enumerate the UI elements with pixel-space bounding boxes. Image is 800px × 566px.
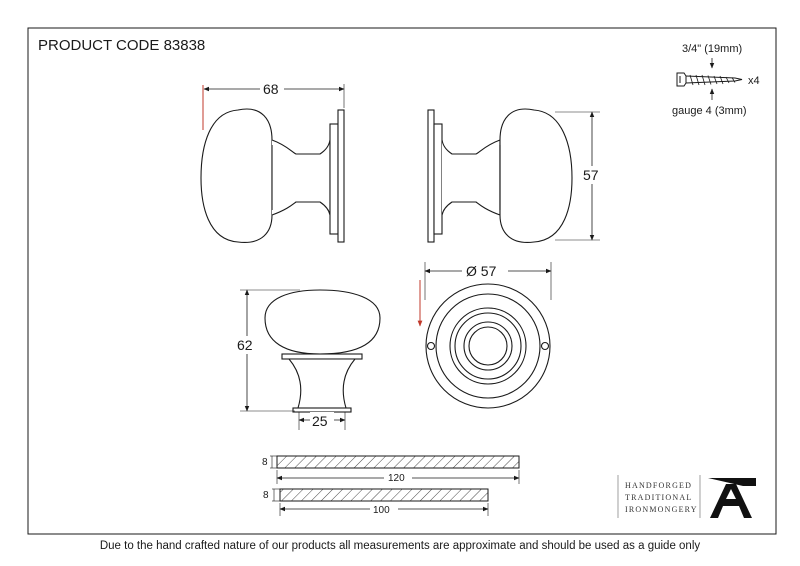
spindle-long bbox=[270, 455, 520, 484]
brand-line-1: HANDFORGED bbox=[625, 481, 692, 490]
knob-side-view-left bbox=[200, 108, 345, 243]
dim-spindle-short-length: 100 bbox=[373, 505, 390, 516]
dim-rose-diameter: Ø 57 bbox=[466, 263, 497, 279]
screw-length-label: 3/4" (19mm) bbox=[682, 43, 742, 55]
rose-plate bbox=[425, 283, 551, 409]
dim-side-depth: 68 bbox=[263, 81, 279, 97]
drawing-border bbox=[27, 27, 777, 535]
dim-side-height: 57 bbox=[583, 167, 599, 183]
screw-detail: 3/4" (19mm) x4 gauge 4 (3mm) bbox=[672, 43, 760, 117]
brand-line-2: TRADITIONAL bbox=[625, 493, 692, 502]
screw-gauge-label: gauge 4 (3mm) bbox=[672, 105, 747, 117]
knob-side-view-right bbox=[427, 108, 573, 243]
knob-front-view bbox=[264, 289, 381, 413]
spindle-short bbox=[272, 488, 489, 516]
dim-spindle-long-length: 120 bbox=[388, 473, 405, 484]
screw-icon bbox=[676, 72, 743, 87]
brand-line-3: IRONMONGERY bbox=[625, 505, 698, 514]
screw-quantity: x4 bbox=[748, 75, 760, 87]
dim-spindle-long-thickness: 8 bbox=[262, 457, 268, 468]
anvil-a-logo bbox=[708, 478, 756, 518]
screw-hole-left bbox=[426, 341, 436, 351]
screw-hole-right bbox=[540, 341, 550, 351]
dim-front-height: 62 bbox=[237, 337, 253, 353]
dim-neck-width: 25 bbox=[312, 413, 328, 429]
disclaimer-text: Due to the hand crafted nature of our pr… bbox=[99, 540, 701, 552]
product-code: PRODUCT CODE 83838 bbox=[38, 37, 205, 54]
dim-spindle-short-thickness: 8 bbox=[263, 490, 269, 501]
